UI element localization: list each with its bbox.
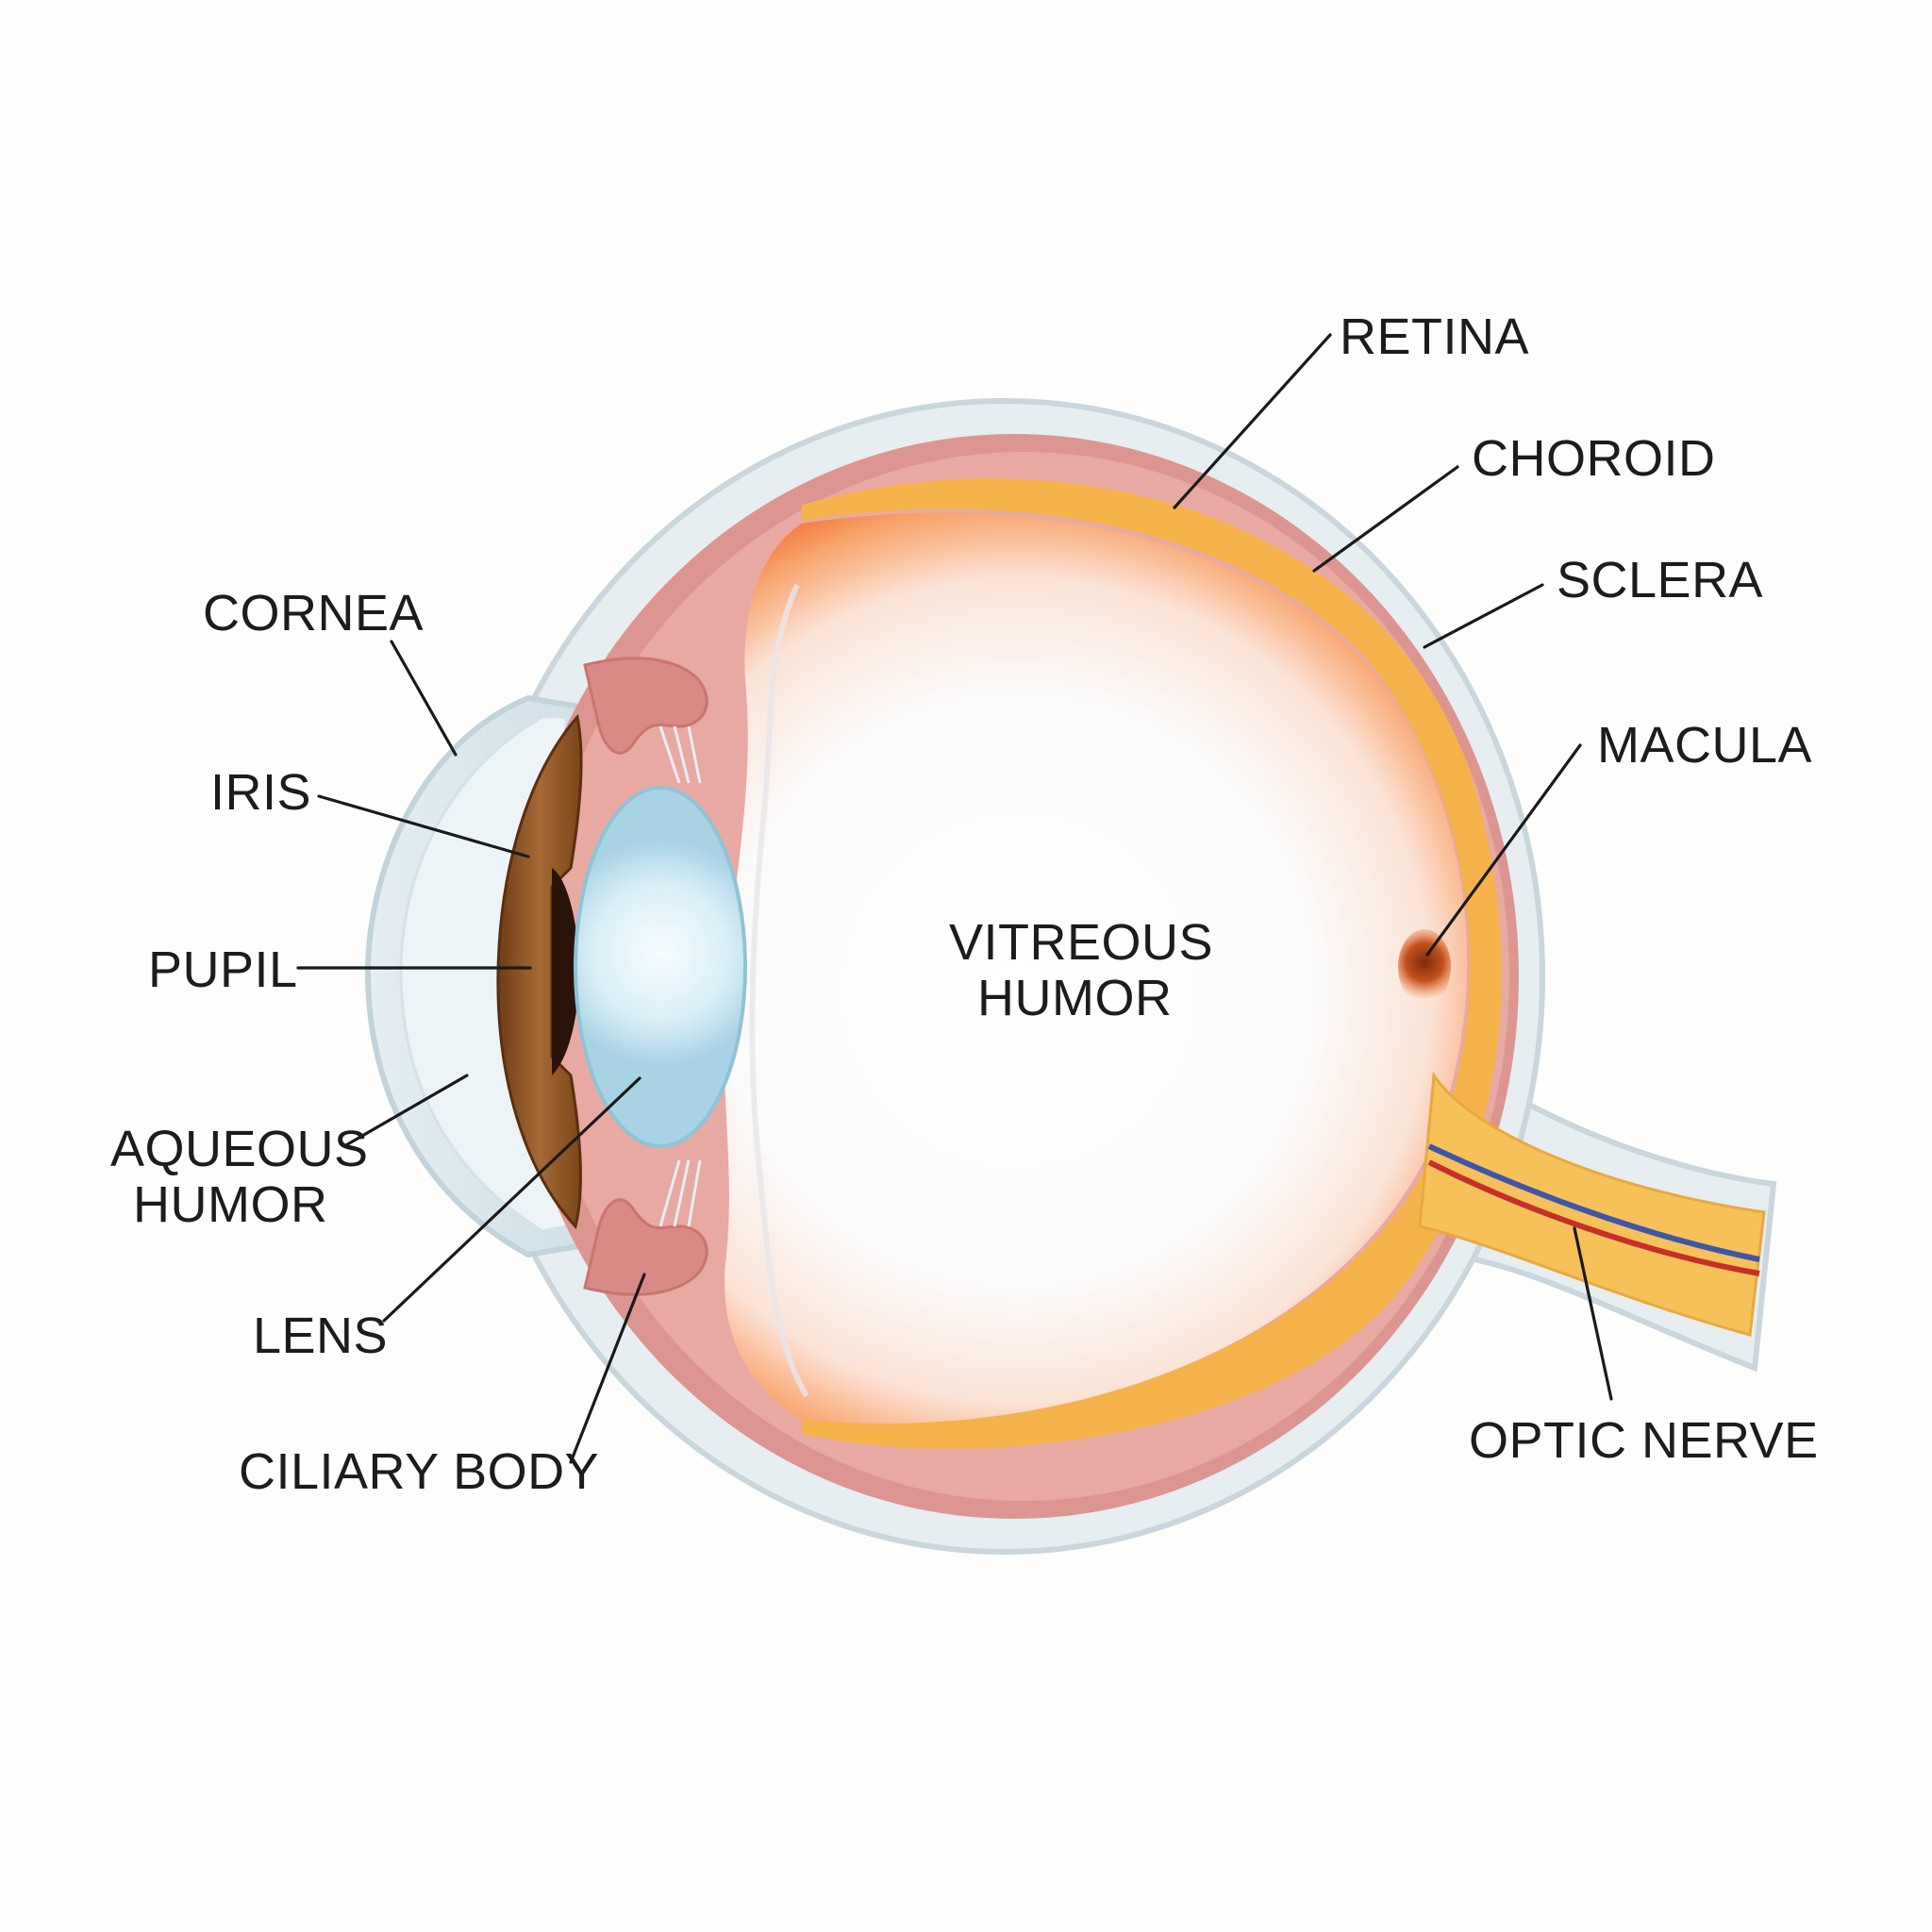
- ciliary-body-upper: [583, 657, 708, 755]
- label-vitreous-line1: VITREOUS: [949, 914, 1213, 971]
- iris-leader: [317, 794, 530, 858]
- vitreous-fold: [749, 583, 809, 1398]
- label-retina: RETINA: [1340, 308, 1529, 365]
- label-macula: MACULA: [1597, 717, 1812, 774]
- label-aqueous-line2: HUMOR: [133, 1176, 327, 1233]
- optic-nerve-artery: [1427, 1159, 1760, 1276]
- lens-shape: [574, 786, 747, 1148]
- cornea-leader: [390, 640, 458, 757]
- aqueous-leader: [342, 1074, 469, 1148]
- label-pupil: PUPIL: [148, 941, 298, 998]
- label-optic-nerve: OPTIC NERVE: [1469, 1412, 1819, 1469]
- retina-leader: [1173, 333, 1332, 509]
- label-vitreous-line2: HUMOR: [977, 970, 1172, 1026]
- label-sclera: SCLERA: [1557, 552, 1763, 608]
- choroid-leader: [1312, 465, 1459, 573]
- pupil-shape: [552, 868, 580, 1075]
- macula-spot: [1398, 929, 1451, 1005]
- vitreous-body: [724, 512, 1468, 1424]
- sclera-leader: [1423, 583, 1544, 649]
- leader-lines: [296, 333, 1613, 1464]
- label-cornea: CORNEA: [203, 585, 424, 641]
- lens-leader: [382, 1076, 641, 1323]
- optic-nerve-leader: [1573, 1226, 1613, 1401]
- ciliary-body-lower: [583, 1198, 708, 1296]
- label-ciliary-body: CILIARY BODY: [239, 1443, 599, 1500]
- label-iris: IRIS: [210, 764, 311, 821]
- zonule-fibers: [658, 725, 702, 1227]
- optic-nerve-vein: [1427, 1143, 1760, 1262]
- ciliary-body-leader: [569, 1273, 646, 1464]
- macula-leader: [1425, 743, 1582, 957]
- optic-nerve: [1418, 1071, 1766, 1337]
- label-aqueous-line1: AQUEOUS: [110, 1121, 369, 1177]
- iris-shape: [496, 713, 583, 1230]
- label-choroid: CHOROID: [1472, 430, 1716, 487]
- label-lens: LENS: [253, 1307, 388, 1364]
